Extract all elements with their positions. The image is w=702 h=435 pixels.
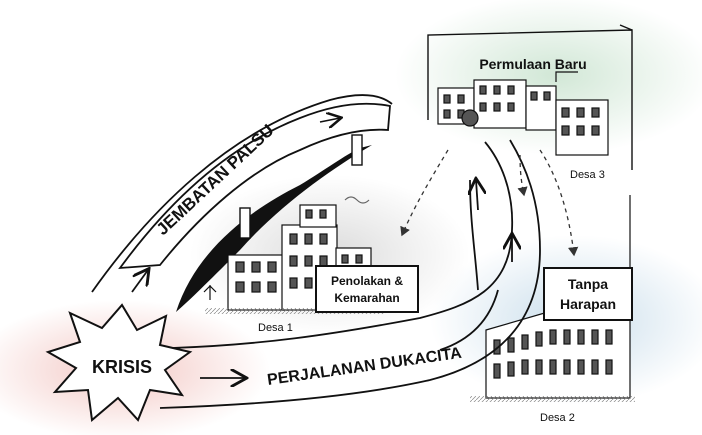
- village2-label: Desa 2: [540, 412, 575, 424]
- grief-journey-label: PERJALANAN DUKACITA: [266, 345, 463, 389]
- crisis-burst: KRISIS: [45, 303, 193, 422]
- new-beginning-label: Permulaan Baru: [479, 56, 586, 72]
- denial-line-1: Penolakan &: [331, 274, 403, 288]
- false-bridge: [91, 94, 393, 312]
- bridge-arrow: [131, 270, 148, 293]
- hopeless-line-1: Tanpa: [568, 276, 608, 292]
- denial-anger-sign: Penolakan & Kemarahan: [315, 265, 419, 313]
- road-arrow-up: [476, 180, 478, 211]
- dashed-connector: [400, 149, 449, 237]
- village3-label: Desa 3: [570, 169, 605, 181]
- crisis-label: KRISIS: [92, 357, 152, 377]
- village3-frame: [427, 24, 633, 170]
- hopeless-sign: Tanpa Harapan: [543, 267, 633, 321]
- village1-label: Desa 1: [258, 322, 293, 334]
- dashed-connector: [539, 149, 579, 257]
- bridge-pillar: [351, 134, 363, 166]
- village3-buildings: [437, 71, 609, 156]
- new-beginning-glow: [395, 0, 702, 155]
- village1-ground: [205, 308, 385, 314]
- hopeless-line-2: Harapan: [560, 296, 616, 312]
- bridge-pillar: [239, 207, 251, 239]
- village2-ground: [470, 396, 635, 402]
- denial-line-2: Kemarahan: [334, 291, 399, 305]
